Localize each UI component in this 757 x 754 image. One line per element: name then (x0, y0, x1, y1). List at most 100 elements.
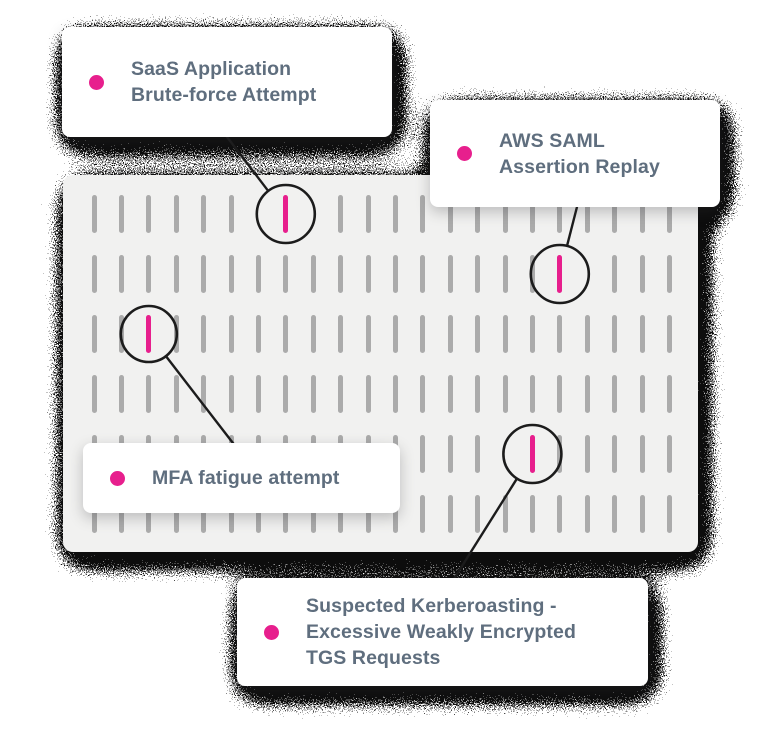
activity-dash (118, 375, 124, 413)
activity-dash (584, 435, 590, 473)
activity-dash (338, 495, 344, 533)
detection-dash-pink (146, 315, 152, 353)
activity-dash (118, 495, 124, 533)
activity-dash (475, 495, 481, 533)
activity-dash (502, 495, 508, 533)
activity-dash (338, 375, 344, 413)
activity-dash (612, 195, 618, 233)
activity-dash (529, 375, 535, 413)
callout-card-kerberoasting: Suspected Kerberoasting -Excessive Weakl… (237, 578, 648, 686)
activity-dash (502, 195, 508, 233)
activity-dash (557, 495, 563, 533)
activity-dash (146, 375, 152, 413)
activity-dash (338, 195, 344, 233)
activity-dash (365, 375, 371, 413)
activity-dash (420, 255, 426, 293)
activity-dash (475, 195, 481, 233)
activity-dash (255, 495, 261, 533)
activity-dash (310, 375, 316, 413)
activity-dash (639, 495, 645, 533)
activity-dash (201, 375, 207, 413)
activity-dash (475, 435, 481, 473)
activity-dash (228, 195, 234, 233)
activity-dash (420, 435, 426, 473)
activity-dash (310, 495, 316, 533)
activity-dash (639, 375, 645, 413)
activity-dash (612, 435, 618, 473)
activity-dash (392, 195, 398, 233)
activity-dash (255, 375, 261, 413)
activity-dash (666, 315, 672, 353)
callout-card-mfa-fatigue: MFA fatigue attempt (83, 443, 400, 513)
activity-dash (201, 495, 207, 533)
callout-label-line: MFA fatigue attempt (152, 467, 340, 489)
activity-dash (283, 375, 289, 413)
activity-dash (146, 255, 152, 293)
activity-dash (228, 495, 234, 533)
activity-dash (173, 375, 179, 413)
activity-dash (529, 255, 535, 293)
callout-dot (110, 470, 125, 486)
activity-dash (173, 195, 179, 233)
activity-dash (420, 195, 426, 233)
activity-dash (612, 495, 618, 533)
activity-dash (475, 255, 481, 293)
activity-dash (365, 495, 371, 533)
activity-dash (283, 255, 289, 293)
activity-dash (118, 315, 124, 353)
activity-dash (146, 195, 152, 233)
activity-dash (283, 495, 289, 533)
activity-dash (447, 375, 453, 413)
activity-dash (255, 315, 261, 353)
activity-dash (91, 255, 97, 293)
activity-dash (228, 375, 234, 413)
activity-dash (529, 495, 535, 533)
callout-label-line: TGS Requests (306, 647, 441, 669)
activity-dash (173, 255, 179, 293)
activity-dash (639, 435, 645, 473)
activity-dash (255, 255, 261, 293)
activity-dash (584, 195, 590, 233)
activity-dash (201, 255, 207, 293)
activity-dash (584, 495, 590, 533)
activity-dash (91, 375, 97, 413)
activity-dash (365, 315, 371, 353)
activity-dash (146, 495, 152, 533)
callout-card-aws-saml-replay: AWS SAML Assertion Replay (430, 100, 720, 207)
callout-label-line: AWS SAML (499, 129, 605, 152)
activity-dash (365, 195, 371, 233)
activity-dash (529, 195, 535, 233)
activity-dash (502, 375, 508, 413)
activity-dash (447, 435, 453, 473)
callout-dot (89, 74, 104, 90)
callout-label-line: Brute-force Attempt (131, 84, 317, 106)
activity-dash (420, 315, 426, 353)
activity-dash (91, 315, 97, 353)
activity-dash (392, 495, 398, 533)
activity-dash (447, 495, 453, 533)
activity-dash (666, 195, 672, 233)
activity-dash (612, 375, 618, 413)
activity-dash (475, 315, 481, 353)
activity-dash (338, 315, 344, 353)
activity-dash (557, 195, 563, 233)
activity-dash (173, 495, 179, 533)
activity-dash (502, 255, 508, 293)
activity-dash (228, 315, 234, 353)
activity-dash (666, 435, 672, 473)
callout-dot (457, 146, 472, 161)
activity-dash (557, 375, 563, 413)
activity-dash (612, 255, 618, 293)
callout-label-line: Assertion Replay (499, 155, 660, 178)
activity-dash (420, 375, 426, 413)
activity-dash (118, 255, 124, 293)
activity-dash (584, 375, 590, 413)
activity-dash (584, 315, 590, 353)
activity-dash (557, 315, 563, 353)
detection-dash-pink (557, 255, 563, 293)
activity-dash (639, 195, 645, 233)
activity-dash (529, 315, 535, 353)
activity-dash (666, 375, 672, 413)
